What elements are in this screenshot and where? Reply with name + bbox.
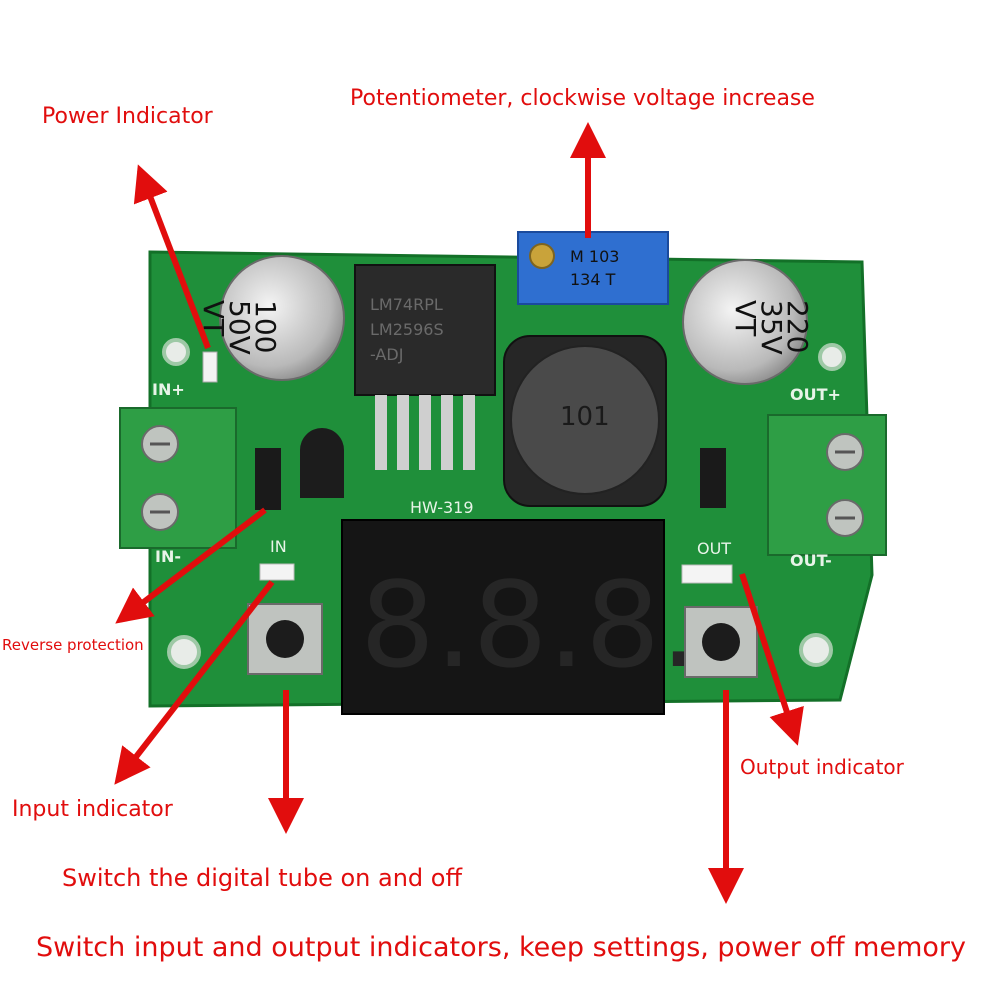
label-out-plus: OUT+ xyxy=(790,385,841,404)
label-in: IN xyxy=(270,537,287,556)
output-terminal xyxy=(767,414,887,556)
power-led xyxy=(202,351,218,383)
seven-segment-display: 8.8.8. xyxy=(341,519,698,715)
inductor: 101 xyxy=(503,335,667,507)
svg-text:LM74RPL: LM74RPL xyxy=(370,295,443,314)
potentiometer-label: Potentiometer, clockwise voltage increas… xyxy=(350,86,815,111)
svg-text:100: 100 xyxy=(249,300,282,353)
arrow-reverse-protection xyxy=(115,507,267,624)
regulator-chip: LM74RPL LM2596S -ADJ xyxy=(354,264,496,470)
label-in-plus: IN+ xyxy=(152,380,185,399)
label-in-minus: IN- xyxy=(155,547,181,566)
svg-text:220: 220 xyxy=(781,300,814,353)
switch-tube-label: Switch the digital tube on and off xyxy=(62,864,462,892)
switch-memory-label: Switch input and output indicators, keep… xyxy=(36,932,966,963)
potentiometer[interactable]: M 103 134 T xyxy=(517,231,669,305)
label-out-minus: OUT- xyxy=(790,551,832,570)
svg-text:LM2596S: LM2596S xyxy=(370,320,444,339)
transistor xyxy=(300,428,344,498)
svg-text:M 103: M 103 xyxy=(570,247,619,266)
output-indicator-label: Output indicator xyxy=(740,755,904,779)
svg-text:8.8.8.: 8.8.8. xyxy=(360,556,698,694)
svg-text:101: 101 xyxy=(560,402,610,432)
reverse-protection-label: Reverse protection xyxy=(2,636,144,654)
output-diode xyxy=(700,448,726,508)
potentiometer-screw[interactable] xyxy=(529,243,555,269)
label-out: OUT xyxy=(697,539,731,558)
indicator-switch-button[interactable] xyxy=(684,606,758,678)
model-label: HW-319 xyxy=(410,498,474,517)
capacitor-right: 220 35V VT xyxy=(682,259,814,385)
display-toggle-button[interactable] xyxy=(247,603,323,675)
mount-hole-top-left xyxy=(162,338,190,366)
svg-text:134 T: 134 T xyxy=(570,270,616,289)
arrow-output-indicator xyxy=(739,573,804,746)
arrow-power-indicator xyxy=(133,164,211,350)
input-indicator-label: Input indicator xyxy=(12,797,173,822)
power-indicator-label: Power Indicator xyxy=(42,104,213,129)
svg-text:VT: VT xyxy=(729,300,762,337)
svg-text:35V: 35V xyxy=(755,300,788,355)
svg-text:50V: 50V xyxy=(223,300,256,355)
input-terminal xyxy=(119,407,237,549)
svg-text:-ADJ: -ADJ xyxy=(370,345,403,364)
output-led xyxy=(681,564,733,584)
mount-hole-top-right xyxy=(818,343,846,371)
mount-hole-bottom-right xyxy=(799,633,833,667)
input-led xyxy=(259,563,295,581)
mount-hole-bottom-left xyxy=(167,635,201,669)
reverse-protection-diode xyxy=(255,448,281,510)
arrow-input-indicator xyxy=(114,580,275,785)
